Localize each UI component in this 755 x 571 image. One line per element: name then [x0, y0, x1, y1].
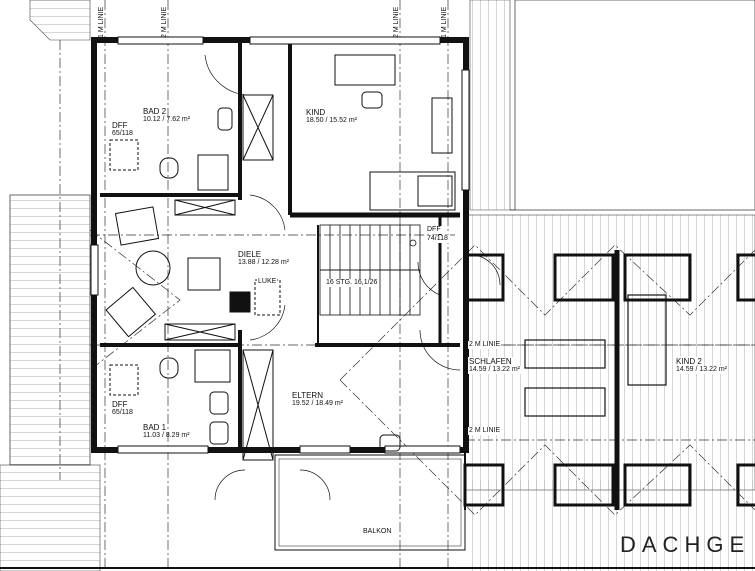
furniture	[105, 54, 456, 461]
line-label-2m-top-right: 2 M LINIE	[393, 6, 400, 38]
room-kind2-area: 14.59 / 13.22 m²	[675, 366, 728, 374]
dashed-lines	[59, 0, 755, 571]
line-label-2m-right-lower: 2 M LINIE	[468, 427, 502, 435]
line-label-1m-top-left: 1 M LINIE	[98, 6, 105, 38]
room-kind2-name: KIND 2	[675, 357, 703, 366]
room-bad2-area: 10.12 / 7.62 m²	[143, 116, 191, 123]
dff-lower-label: DFF	[112, 400, 128, 409]
dff-upper-label: DFF	[112, 121, 128, 130]
right-rooms	[463, 250, 755, 510]
room-kind-name: KIND	[306, 108, 326, 117]
room-schlafen-name: SCHLAFEN	[468, 357, 513, 366]
room-diele-name: DIELE	[238, 250, 262, 259]
dff-upper-size: 65/118	[112, 130, 133, 137]
room-diele-area: 13.88 / 12.28 m²	[238, 259, 289, 266]
line-label-2m-top-mid: 2 M LINIE	[161, 6, 168, 38]
room-eltern-area: 19.52 / 18.49 m²	[292, 400, 343, 407]
staircase	[319, 224, 421, 316]
bottom-title-text: DACHGE	[620, 532, 751, 557]
line-label-1m-top-right: 1 M LINIE	[441, 6, 448, 38]
dff-stair-label: DFF	[426, 226, 442, 234]
room-bad1-name: BAD 1	[143, 423, 167, 432]
room-schlafen-area: 14.59 / 13.22 m²	[468, 366, 521, 374]
room-bad2-name: BAD 2	[143, 107, 167, 116]
window-openings	[90, 36, 470, 454]
dff-stair-size: 74/118	[426, 235, 449, 243]
luke-label: LUKE	[257, 278, 278, 286]
room-kind-area: 18.50 / 15.52 m²	[306, 117, 357, 124]
room-eltern-name: ELTERN	[292, 391, 323, 400]
stair-label: 16 STG. 16,1/26	[325, 279, 379, 287]
door-swings	[204, 54, 501, 501]
dff-lower-size: 65/118	[112, 409, 133, 416]
balcony	[274, 454, 466, 551]
balkon-label: BALKON	[363, 528, 392, 535]
room-bad1-area: 11.03 / 8.29 m²	[143, 432, 190, 439]
line-label-2m-right-upper: 2 M LINIE	[468, 341, 502, 349]
